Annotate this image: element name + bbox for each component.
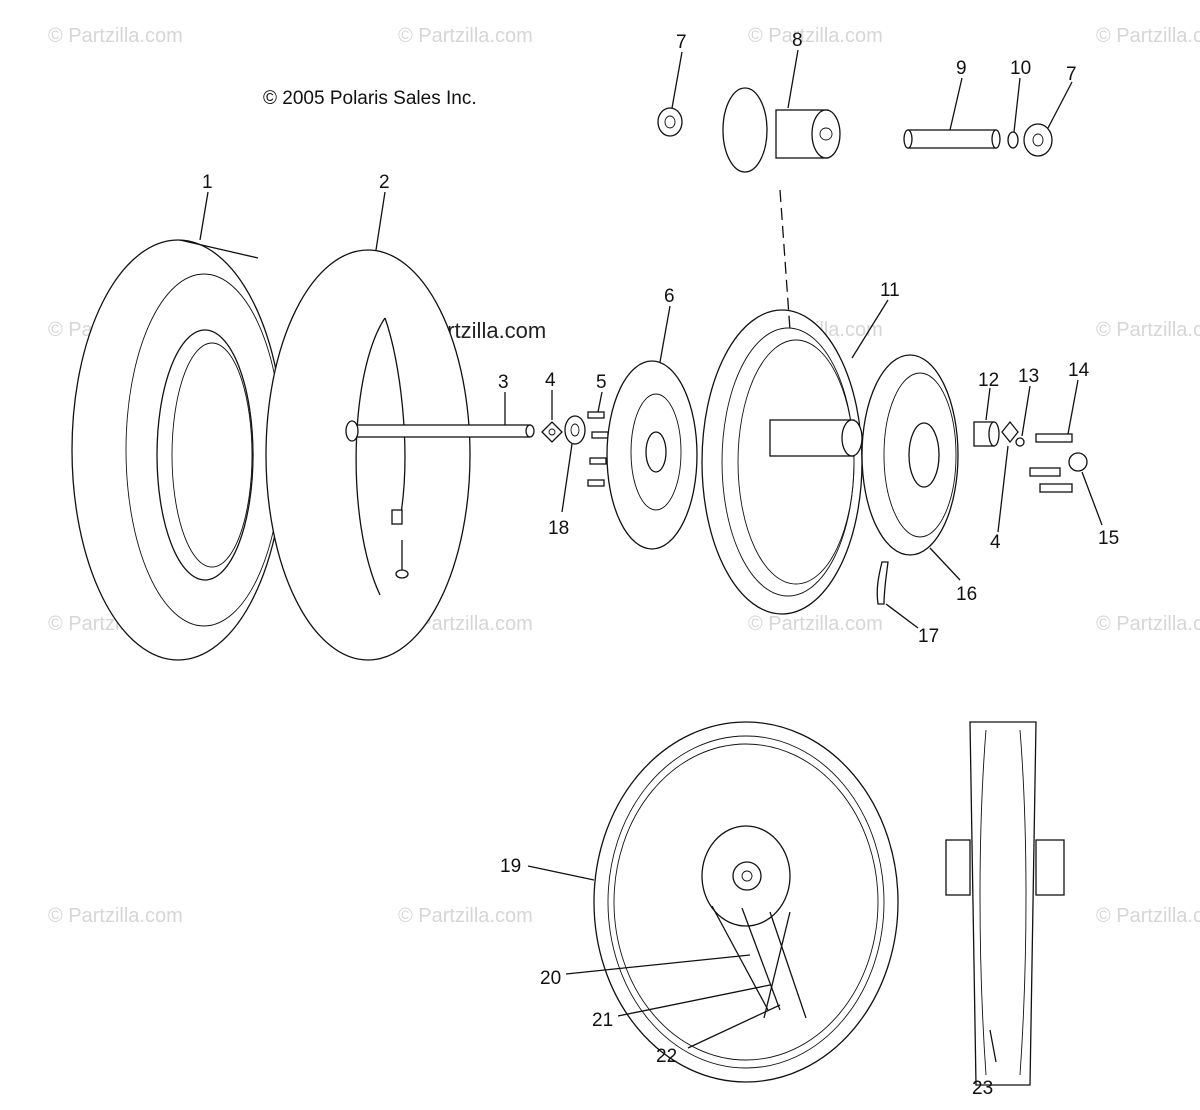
callout-10: 10	[1010, 58, 1031, 79]
callout-16: 16	[956, 584, 977, 605]
bearing-part-7-right	[1023, 123, 1053, 157]
bearing-part-7-left	[657, 107, 683, 137]
callout-20: 20	[540, 968, 561, 989]
watermark: © Partzilla.com	[1096, 905, 1200, 927]
strip-part-17	[876, 561, 889, 605]
watermark: © Partzilla.com	[48, 905, 183, 927]
callout-4b: 4	[990, 532, 1001, 553]
bolts-part-5	[587, 411, 609, 487]
axle-part-3	[345, 420, 535, 442]
callout-7b: 7	[1066, 64, 1077, 85]
callout-18: 18	[548, 518, 569, 539]
leader-lines	[199, 49, 1103, 1063]
watermark: © Partzilla.com	[398, 905, 533, 927]
axle-sleeve-part-9	[903, 129, 1001, 149]
callout-1: 1	[202, 172, 213, 193]
callout-3: 3	[498, 372, 509, 393]
callout-21: 21	[592, 1010, 613, 1031]
rim-part-11	[701, 309, 863, 615]
hub-spacer-part-12	[973, 421, 1000, 447]
callout-23: 23	[972, 1078, 993, 1099]
adjuster-part-4	[541, 421, 563, 443]
callout-4: 4	[545, 370, 556, 391]
inner-tube-part-2	[265, 249, 471, 661]
wheel-part-19	[593, 721, 899, 1083]
callout-5: 5	[596, 372, 607, 393]
callout-22: 22	[656, 1046, 677, 1067]
tire-part-1	[71, 239, 285, 661]
watermark: © Partzilla.com	[1096, 319, 1200, 341]
callout-14: 14	[1068, 360, 1090, 381]
copyright-notice: © 2005 Polaris Sales Inc.	[263, 88, 477, 109]
callout-8: 8	[792, 30, 803, 51]
hub-part-8	[722, 87, 841, 331]
watermark: © Partzilla.com	[1096, 613, 1200, 635]
callout-2: 2	[379, 172, 390, 193]
watermark: © Partzilla.com	[748, 613, 883, 635]
spacer-part-10	[1007, 131, 1019, 149]
callout-15: 15	[1098, 528, 1119, 549]
callout-17: 17	[918, 626, 939, 647]
watermark: © Partzilla.com	[48, 25, 183, 47]
callout-11: 11	[880, 280, 900, 301]
watermark: © Partzilla.com	[1096, 25, 1200, 47]
pulley-part-16	[861, 354, 959, 556]
watermark: © Partzilla.com	[398, 25, 533, 47]
rim-side-part-23	[945, 721, 1065, 1086]
valve-stem	[391, 509, 409, 579]
callout-13: 13	[1018, 366, 1039, 387]
brake-rotor-part-6	[606, 360, 698, 550]
callout-19: 19	[500, 856, 521, 877]
callout-12: 12	[978, 370, 999, 391]
watermark: © Partzilla.com	[748, 25, 883, 47]
spacer-part-18	[564, 415, 586, 445]
watermark: © Partzilla.com	[398, 613, 533, 635]
right-hardware	[1001, 420, 1088, 493]
callout-labels: 1 2 3 4 5 6 7 8 9 10 7 11 12 13 14 15 4 …	[202, 30, 1119, 1099]
callout-7: 7	[676, 32, 687, 53]
callout-6: 6	[664, 286, 675, 307]
callout-9: 9	[956, 58, 967, 79]
